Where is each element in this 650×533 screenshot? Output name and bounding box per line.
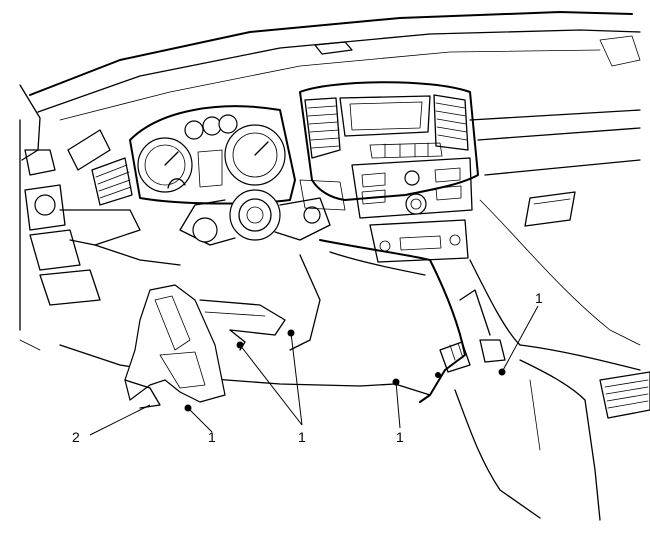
callout-2: 2 xyxy=(72,429,80,445)
left-frame xyxy=(19,119,181,351)
right-lower-console xyxy=(454,289,601,521)
lower-trim-panel xyxy=(59,239,471,403)
leader-lines xyxy=(89,305,539,436)
dashboard-right-body xyxy=(469,109,641,371)
center-stack xyxy=(299,81,479,263)
dashboard-top xyxy=(19,11,641,161)
fasteners xyxy=(184,329,506,412)
callout-1-center: 1 xyxy=(298,429,306,445)
glove-box xyxy=(524,191,576,227)
callout-1-center-right: 1 xyxy=(396,429,404,445)
callout-labels: 1 1 1 1 2 xyxy=(72,290,543,445)
right-corner-vent xyxy=(599,371,650,419)
left-vents xyxy=(67,129,133,206)
callout-1-right: 1 xyxy=(535,290,543,306)
knee-bracket xyxy=(124,284,286,409)
callout-1-left: 1 xyxy=(208,429,216,445)
instrument-cluster xyxy=(129,105,296,205)
steering-column xyxy=(167,178,346,246)
